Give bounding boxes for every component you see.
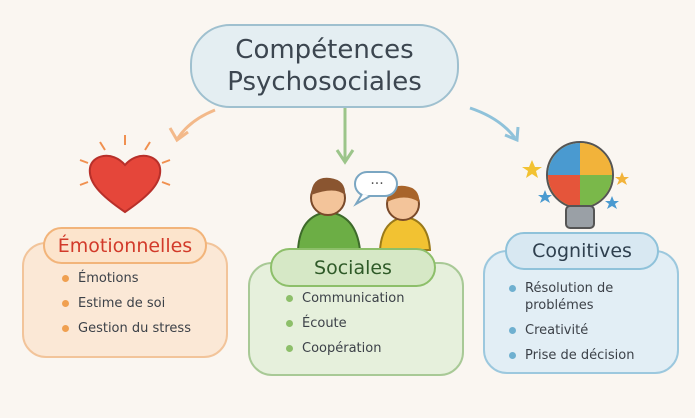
title-line-2: Psychosociales: [227, 67, 422, 97]
list-item: Gestion du stress: [62, 320, 226, 337]
speech-bubble-text: ...: [370, 172, 384, 188]
list-item: Écoute: [286, 315, 462, 332]
title-line-1: Compétences: [235, 35, 414, 65]
cognitive-card: Résolution de problémes Creativité Prise…: [483, 250, 679, 374]
list-item: Creativité: [509, 322, 639, 339]
emotion-label: Émotionnelles: [43, 227, 207, 264]
cognitive-label: Cognitives: [505, 232, 659, 270]
list-item: Estime de soi: [62, 295, 226, 312]
lightbulb-puzzle-icon: [522, 141, 629, 229]
social-label: Sociales: [270, 248, 436, 287]
list-item: Émotions: [62, 270, 226, 287]
list-item: Résolution de problémes: [509, 280, 639, 314]
list-item: Coopération: [286, 340, 462, 357]
main-title: Compétences Psychosociales: [190, 24, 459, 108]
list-item: Prise de décision: [509, 347, 639, 364]
heart-icon: [79, 135, 171, 214]
list-item: Communication: [286, 290, 462, 307]
children-talking-illustration: [296, 171, 432, 251]
